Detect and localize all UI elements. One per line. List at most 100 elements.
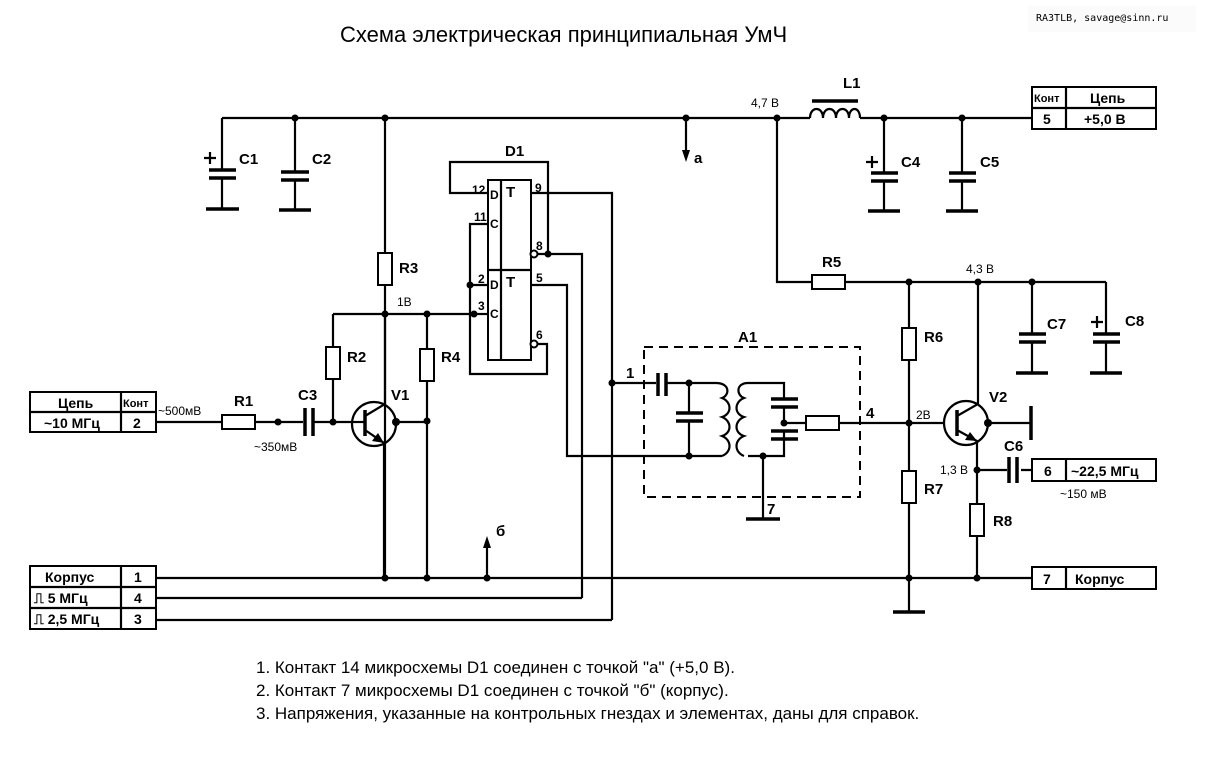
r8-label: R8 — [993, 513, 1012, 530]
svg-text:~22,5 МГц: ~22,5 МГц — [1071, 463, 1139, 479]
svg-text:11: 11 — [474, 210, 487, 224]
capacitor-c6: 1,3 В C6 — [940, 438, 1032, 578]
svg-text:12: 12 — [472, 183, 486, 197]
c7-label: C7 — [1047, 316, 1066, 333]
svg-text:Цепь: Цепь — [58, 395, 94, 411]
r1-label: R1 — [234, 393, 253, 410]
svg-text:Конт: Конт — [1034, 93, 1060, 105]
svg-text:7: 7 — [767, 501, 775, 518]
power-connector: Конт Цепь 5 +5,0 В — [1031, 86, 1157, 130]
c3-label: C3 — [298, 387, 317, 404]
ground-connector-right: 7 Корпус — [1031, 566, 1157, 590]
svg-text:⎍ 5 МГц: ⎍ 5 МГц — [34, 590, 88, 606]
note-2: 2. Контакт 7 микросхемы D1 соединен с то… — [256, 681, 729, 700]
c5-label: C5 — [980, 154, 999, 171]
v2-collector-voltage: 4,3 В — [966, 262, 994, 276]
svg-text:3: 3 — [134, 611, 142, 627]
l1-label: L1 — [843, 75, 861, 92]
svg-text:T: T — [506, 274, 515, 291]
c2-label: C2 — [312, 151, 331, 168]
left-connector: Корпус 1 ⎍ 5 МГц 4 ⎍ 2,5 МГц 3 — [29, 565, 612, 630]
resistor-r6: R6 2В — [901, 282, 943, 471]
c4-label: C4 — [901, 154, 921, 171]
capacitor-c5: C5 — [946, 118, 999, 213]
v2-base-voltage: 2В — [916, 408, 931, 422]
page-title: Схема электрическая принципиальная УмЧ — [340, 22, 788, 47]
svg-text:9: 9 — [535, 181, 542, 195]
c8-label: C8 — [1125, 313, 1144, 330]
svg-text:5: 5 — [536, 271, 543, 285]
svg-text:6: 6 — [536, 328, 543, 342]
capacitor-c1: C1 — [204, 118, 258, 211]
output-connector: 6 ~22,5 МГц ~150 мВ — [1031, 458, 1157, 501]
v2-emitter-voltage: 1,3 В — [940, 463, 968, 477]
module-a1: A1 1 4 7 — [608, 329, 908, 521]
ic-d1: D1 T T D C D C 12 11 2 3 9 8 5 6 — [448, 143, 690, 620]
svg-text:Корпус: Корпус — [45, 569, 95, 585]
svg-text:Цепь: Цепь — [1090, 90, 1126, 106]
power-rail — [222, 114, 1032, 122]
note-3: 3. Напряжения, указанные на контрольных … — [256, 704, 920, 723]
capacitor-c3: C3 ~350мВ — [254, 387, 353, 454]
v2-label: V2 — [989, 389, 1007, 406]
output-voltage: ~150 мВ — [1060, 487, 1107, 501]
svg-text:+5,0 В: +5,0 В — [1084, 111, 1126, 127]
c6-label: C6 — [1004, 438, 1023, 455]
author-credit: RA3TLB, savage@sinn.ru — [1028, 6, 1196, 32]
resistor-r4: R4 — [419, 314, 461, 578]
svg-text:2: 2 — [478, 272, 485, 286]
capacitor-c2: C2 — [279, 118, 331, 212]
c3-voltage: ~350мВ — [254, 440, 297, 454]
svg-text:D: D — [490, 188, 499, 202]
svg-text:б: б — [496, 523, 505, 540]
r3-label: R3 — [399, 260, 418, 277]
input-connector: Цепь Конт ~10 МГц 2 — [29, 391, 157, 433]
svg-text:Конт: Конт — [123, 398, 149, 410]
transistor-v2: V2 — [909, 282, 1033, 465]
svg-text:1: 1 — [626, 365, 634, 382]
r4-label: R4 — [441, 349, 461, 366]
svg-text:C: C — [490, 307, 499, 321]
svg-text:2: 2 — [133, 415, 141, 431]
svg-text:⎍ 2,5 МГц: ⎍ 2,5 МГц — [34, 611, 100, 627]
test-point-b: б — [483, 523, 505, 578]
a1-label: A1 — [738, 329, 757, 346]
r6-label: R6 — [924, 329, 943, 346]
capacitor-c7: C7 — [1016, 282, 1066, 375]
note-1: 1. Контакт 14 микросхемы D1 соединен с т… — [256, 658, 735, 677]
svg-text:7: 7 — [1043, 571, 1051, 587]
svg-text:1: 1 — [134, 569, 142, 585]
resistor-r7: R7 — [893, 470, 943, 614]
r5-label: R5 — [822, 254, 841, 271]
svg-text:8: 8 — [536, 239, 543, 253]
resistor-r2: R2 — [325, 314, 366, 421]
capacitor-c4: C4 — [866, 118, 921, 213]
svg-text:6: 6 — [1044, 463, 1052, 479]
svg-text:T: T — [506, 184, 515, 201]
svg-text:5: 5 — [1043, 111, 1051, 127]
svg-text:4: 4 — [866, 405, 875, 422]
svg-text:C: C — [490, 217, 499, 231]
d1-label: D1 — [505, 143, 524, 160]
v1-collector-voltage: 1В — [397, 295, 412, 309]
c1-label: C1 — [239, 151, 258, 168]
transistor-v1: V1 — [350, 314, 427, 578]
r7-label: R7 — [924, 481, 943, 498]
svg-text:~10 МГц: ~10 МГц — [44, 415, 100, 431]
r2-label: R2 — [347, 349, 366, 366]
resistor-r5: R5 4,3 В — [811, 254, 1106, 290]
test-point-a: a — [682, 118, 703, 167]
resistor-r1: R1 — [156, 393, 303, 430]
svg-text:Корпус: Корпус — [1075, 571, 1125, 587]
inductor-l1: 4,7 В L1 — [751, 75, 862, 284]
input-voltage: ~500мВ — [158, 404, 201, 418]
svg-text:4: 4 — [134, 590, 142, 606]
v1-label: V1 — [391, 387, 409, 404]
capacitor-c8: C8 — [1090, 282, 1144, 375]
resistor-r8: R8 — [969, 503, 1012, 537]
notes: 1. Контакт 14 микросхемы D1 соединен с т… — [256, 656, 919, 725]
svg-text:D: D — [490, 278, 499, 292]
svg-text:a: a — [694, 150, 703, 167]
svg-text:3: 3 — [478, 299, 485, 313]
